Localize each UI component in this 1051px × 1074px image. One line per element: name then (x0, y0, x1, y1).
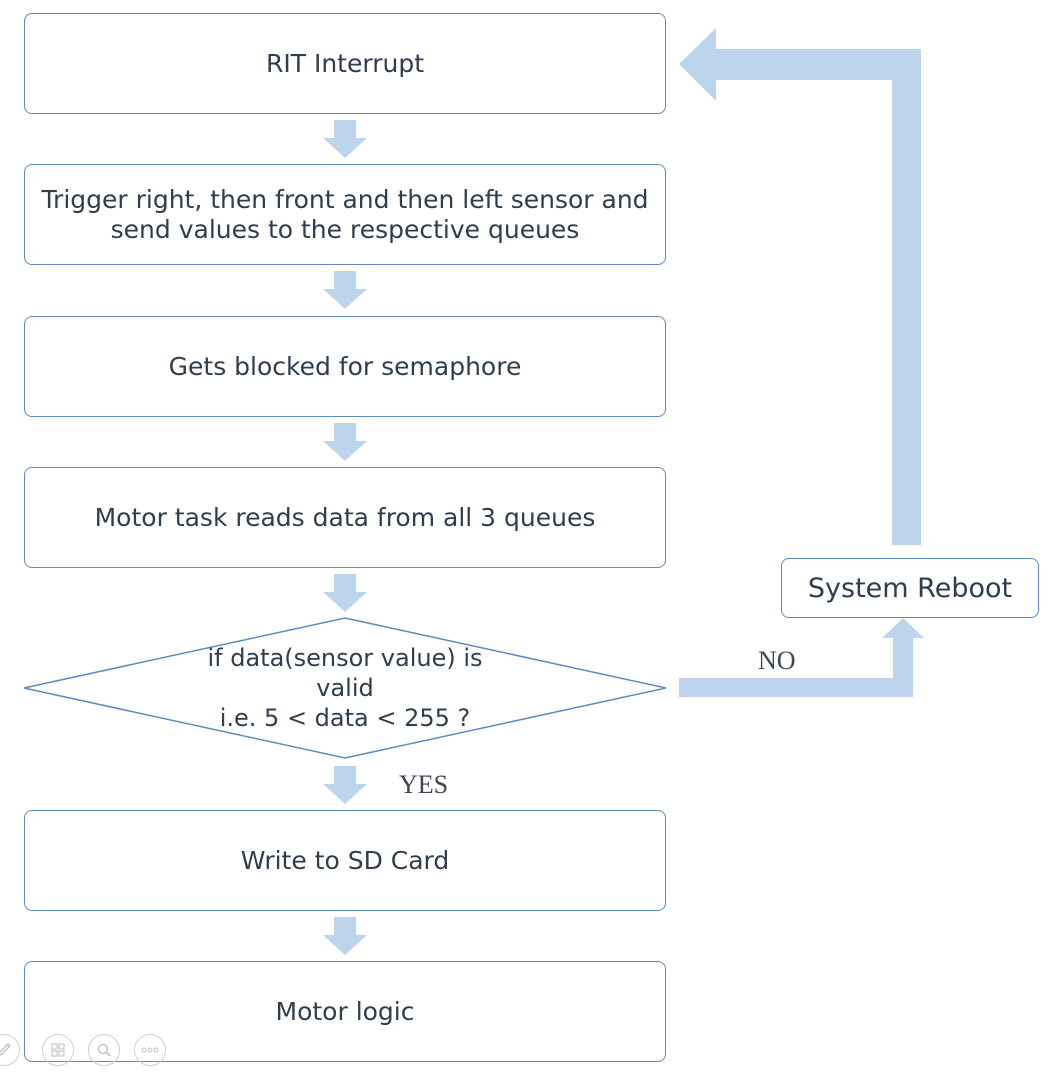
down-arrow-4 (323, 574, 367, 612)
step-motor-read: Motor task reads data from all 3 queues (24, 467, 666, 568)
step-motor-logic: Motor logic (24, 961, 666, 1062)
step-write-sd: Write to SD Card (24, 810, 666, 911)
no-arrow (679, 618, 924, 697)
step-label: RIT Interrupt (266, 48, 424, 78)
step-label: Trigger right, then front and then left … (41, 184, 649, 244)
decision-line-2: valid (316, 674, 374, 702)
system-reboot-box: System Reboot (781, 558, 1039, 618)
down-arrow-1 (323, 120, 367, 158)
decision-line-3: i.e. 5 < data < 255 ? (219, 704, 471, 732)
decision-line-1: if data(sensor value) is (207, 644, 483, 672)
yes-label: YES (399, 770, 449, 799)
step-label: Gets blocked for semaphore (168, 351, 522, 381)
step-label: Motor logic (275, 996, 415, 1026)
slides-icon[interactable] (42, 1034, 74, 1066)
reboot-label: System Reboot (807, 572, 1013, 604)
loopback-arrow (679, 28, 921, 545)
down-arrow-yes (323, 766, 367, 804)
step-label: Motor task reads data from all 3 queues (94, 502, 596, 532)
decision-text: if data(sensor value) is valid i.e. 5 < … (185, 643, 505, 733)
step-semaphore: Gets blocked for semaphore (24, 316, 666, 417)
down-arrow-3 (323, 423, 367, 461)
more-icon[interactable] (134, 1034, 166, 1066)
down-arrow-6 (323, 917, 367, 955)
down-arrow-2 (323, 271, 367, 309)
zoom-icon[interactable] (88, 1034, 120, 1066)
step-rit-interrupt: RIT Interrupt (24, 13, 666, 114)
decision-diamond (23, 617, 667, 759)
step-trigger-sensors: Trigger right, then front and then left … (24, 164, 666, 265)
no-label: NO (758, 646, 796, 675)
step-label: Write to SD Card (240, 845, 450, 875)
